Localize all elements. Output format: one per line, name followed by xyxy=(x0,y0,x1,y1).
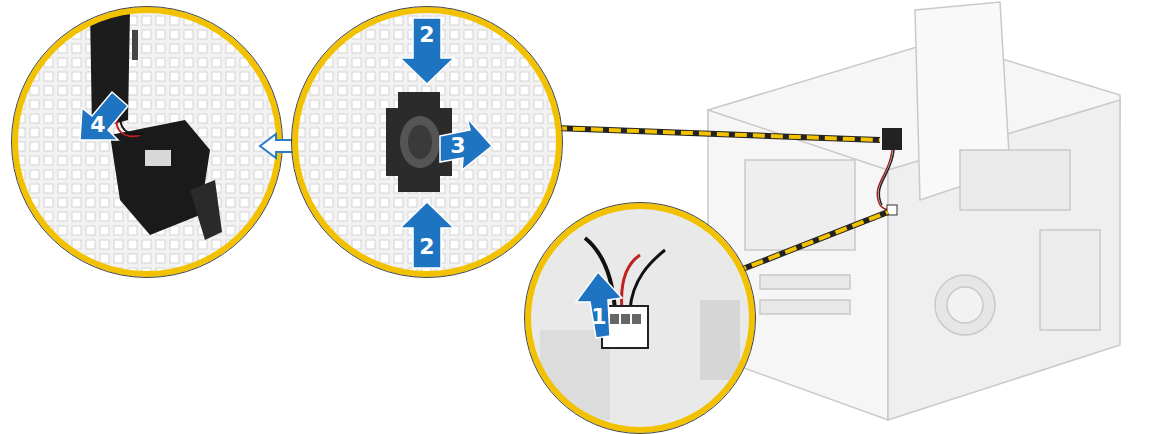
callout-number: 3 xyxy=(448,135,468,157)
computer-chassis xyxy=(708,2,1120,420)
callout-number: 4 xyxy=(88,114,108,136)
detail-view xyxy=(10,5,290,285)
detail-view xyxy=(520,200,760,434)
speaker-in-chassis xyxy=(877,128,902,215)
detail-view xyxy=(290,5,570,285)
step-arrow xyxy=(80,18,622,338)
callout-number: 1 xyxy=(589,306,609,328)
callout-number: 2 xyxy=(417,24,437,46)
callout-number: 2 xyxy=(417,236,437,258)
